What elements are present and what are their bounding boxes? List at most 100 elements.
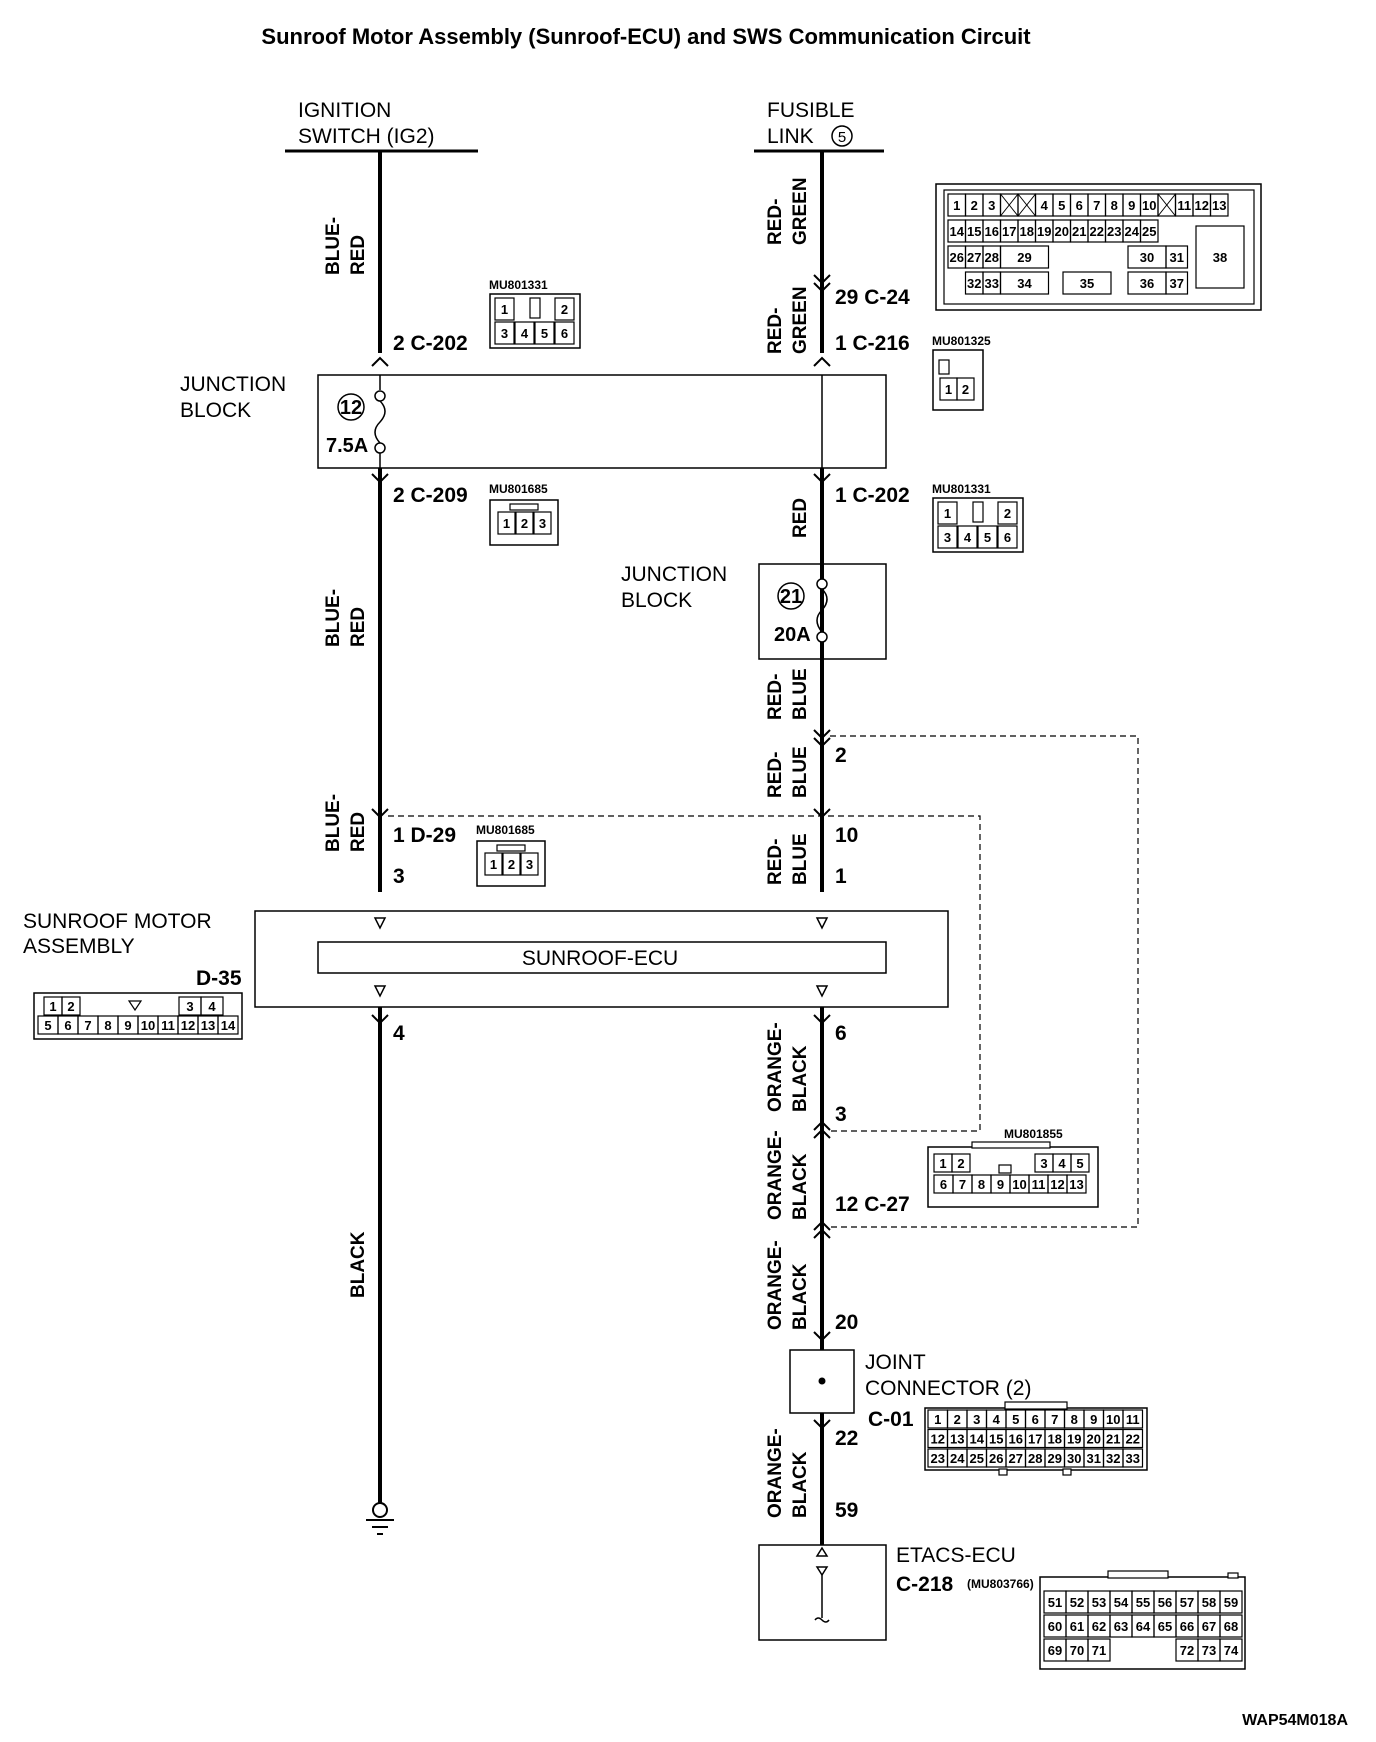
connector-pin: 26 <box>989 1451 1003 1466</box>
wire-orange-black-a2: BLACK <box>790 1045 811 1112</box>
pin-1: 1 <box>835 865 847 888</box>
wire-red-green-a2: GREEN <box>790 177 811 245</box>
connector-pin: 15 <box>989 1432 1003 1447</box>
sunroof-label-1: SUNROOF MOTOR <box>23 910 212 933</box>
connector-pin: 16 <box>985 224 999 239</box>
connector-pin: 15 <box>967 224 981 239</box>
connector-pin: 34 <box>1017 276 1032 291</box>
connector-pin: 26 <box>950 250 964 265</box>
fusible-link-source: FUSIBLE LINK 5 <box>754 99 884 153</box>
wire-orange-black-c1: ORANGE- <box>765 1240 786 1330</box>
connector-pin: 73 <box>1202 1643 1216 1658</box>
connector-pin: 11 <box>161 1018 175 1033</box>
wire-red-blue-c1: RED- <box>765 839 786 885</box>
pin-6: 6 <box>835 1022 847 1045</box>
connector-pin: 5 <box>44 1018 51 1033</box>
pin-10: 10 <box>835 824 858 847</box>
etacs-ecu: ETACS-ECU C-218 (MU803766) <box>758 1544 1034 1641</box>
connector-pin: 4 <box>993 1412 1001 1427</box>
connector-pin: 2 <box>1004 506 1011 521</box>
connector-pin: 31 <box>1170 250 1184 265</box>
connector-pin: 3 <box>526 857 533 872</box>
connector-pin: 3 <box>1040 1156 1047 1171</box>
connector-pin: 57 <box>1180 1595 1194 1610</box>
connector-pin: 27 <box>1009 1451 1023 1466</box>
connector-pin: 4 <box>208 999 216 1014</box>
connector-pin: 19 <box>1067 1432 1081 1447</box>
pin-c24: 29 C-24 <box>835 286 910 309</box>
connector-pin: 31 <box>1087 1451 1101 1466</box>
connector-pin: 29 <box>1048 1451 1062 1466</box>
wire-red-blue-a2: BLUE <box>790 668 811 720</box>
right-connector-marks <box>813 274 831 1430</box>
connector-pin: 5 <box>1076 1156 1083 1171</box>
wire-blue-red-a2: RED <box>348 235 369 275</box>
wire-blue-red-a1: BLUE- <box>323 217 344 275</box>
connector-pin: 21 <box>1072 224 1086 239</box>
connector-pin: 7 <box>84 1018 91 1033</box>
connector-pin: 6 <box>64 1018 71 1033</box>
connector-pin: 6 <box>561 326 568 341</box>
connector-pin: 35 <box>1080 276 1094 291</box>
pin-3-left: 3 <box>393 865 405 888</box>
connector-pin: 20 <box>1087 1432 1101 1447</box>
ignition-switch-source: IGNITION SWITCH (IG2) <box>285 99 478 153</box>
wire-orange-black-b1: ORANGE- <box>765 1130 786 1220</box>
junction-block-2-label-1: JUNCTION <box>621 563 727 586</box>
wire-red-green-b1: RED- <box>765 308 786 354</box>
connector-pin: 29 <box>1017 250 1031 265</box>
pin-c209: 2 C-209 <box>393 484 468 507</box>
connector-pin: 3 <box>539 516 546 531</box>
connector-pin: 51 <box>1048 1595 1062 1610</box>
wire-orange-black-d2: BLACK <box>790 1451 811 1518</box>
connector-pin: 28 <box>1028 1451 1042 1466</box>
junction-block-lower: JUNCTION BLOCK 21 20A <box>621 563 887 660</box>
connector-pin: 7 <box>959 1177 966 1192</box>
connector-pin: 33 <box>1126 1451 1140 1466</box>
fuse-12-number: 12 <box>340 397 362 419</box>
etacs-label: ETACS-ECU <box>896 1544 1016 1567</box>
connector-pin: 32 <box>967 276 981 291</box>
wire-red-blue-c2: BLUE <box>790 833 811 885</box>
connector-pin: 5 <box>1012 1412 1019 1427</box>
diagram-title: Sunroof Motor Assembly (Sunroof-ECU) and… <box>261 24 1031 49</box>
connector-pin: 23 <box>1107 224 1121 239</box>
connector-pin: 8 <box>104 1018 111 1033</box>
connector-pin: 13 <box>201 1018 215 1033</box>
connector-pin: 1 <box>490 857 497 872</box>
wire-blue-red-b2: RED <box>348 607 369 647</box>
wire-red: RED <box>790 498 811 538</box>
fusible-link-number: 5 <box>838 129 846 146</box>
wire-blue-red-b1: BLUE- <box>323 589 344 647</box>
connector-pin: 9 <box>997 1177 1004 1192</box>
connector-pin: 2 <box>962 382 969 397</box>
connector-pin: 2 <box>957 1156 964 1171</box>
wire-red-blue-a1: RED- <box>765 674 786 720</box>
wire-blue-red-c1: BLUE- <box>323 794 344 852</box>
sws-dashed-lines <box>388 735 1139 1228</box>
connector-pin: 65 <box>1158 1619 1172 1634</box>
joint-connector: JOINT CONNECTOR (2) C-01 <box>789 1349 1031 1431</box>
connector-pin: 16 <box>1009 1432 1023 1447</box>
connector-pin: 10 <box>1106 1412 1120 1427</box>
connector-pin: 30 <box>1140 250 1154 265</box>
connector-pin: 9 <box>1090 1412 1097 1427</box>
connector-pin: 2 <box>561 302 568 317</box>
pin-c202-right: 1 C-202 <box>835 484 910 507</box>
connector-pin: 22 <box>1126 1432 1140 1447</box>
wire-orange-black-b2: BLACK <box>790 1153 811 1220</box>
connector-pin: 8 <box>1071 1412 1078 1427</box>
connector-pin: 52 <box>1070 1595 1084 1610</box>
connector-pin: 3 <box>501 326 508 341</box>
connector-pin: 7 <box>1093 198 1100 213</box>
pin-2: 2 <box>835 744 847 767</box>
connector-pin: 24 <box>1125 224 1140 239</box>
connector-pin: 14 <box>221 1018 236 1033</box>
connector-pin: 18 <box>1048 1432 1062 1447</box>
connector-pin: 2 <box>508 857 515 872</box>
